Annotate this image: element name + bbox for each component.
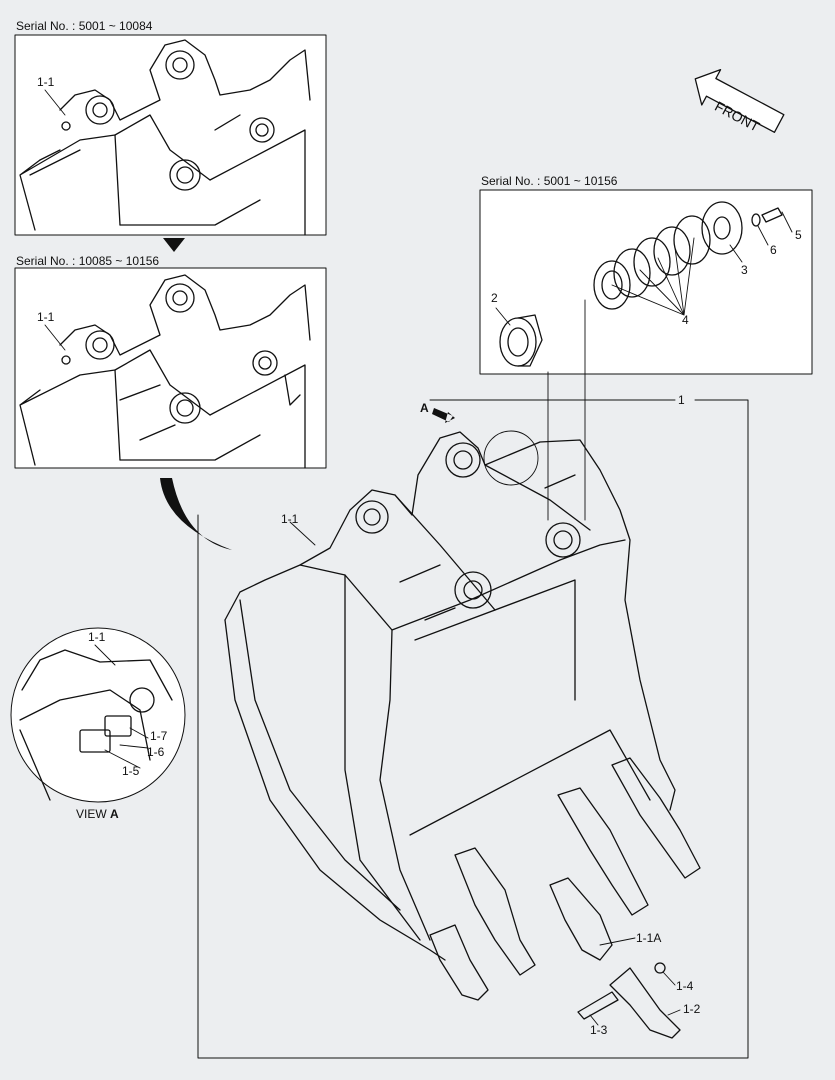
view-a-arrow — [432, 408, 455, 423]
callout-1-3: 1-3 — [590, 1023, 608, 1037]
callout-2: 2 — [491, 291, 498, 305]
callout-mid-1-1: 1-1 — [37, 310, 55, 324]
view-a-circle — [10, 627, 186, 803]
view-prefix: VIEW — [76, 807, 107, 821]
detail-serial-label: Serial No. : 5001 ~ 10156 — [481, 174, 618, 188]
callout-top-1-1: 1-1 — [37, 75, 55, 89]
callout-6: 6 — [770, 243, 777, 257]
detail-inset-frame — [479, 189, 813, 375]
callout-1: 1 — [678, 393, 685, 407]
down-arrow — [163, 238, 185, 252]
mid-serial-label: Serial No. : 10085 ~ 10156 — [16, 254, 160, 268]
callout-5: 5 — [795, 228, 802, 242]
detail-parts — [495, 201, 793, 367]
main-bucket-sketch — [224, 299, 701, 1039]
mid-inset-frame — [14, 267, 327, 469]
callout-1-7: 1-7 — [150, 729, 168, 743]
callout-1-4: 1-4 — [676, 979, 694, 993]
callout-view-a-1-1: 1-1 — [88, 630, 106, 644]
top-inset-bucket-sketch — [19, 39, 311, 236]
mid-inset-bucket-sketch — [19, 274, 311, 469]
callout-1-6: 1-6 — [147, 745, 165, 759]
callout-main-1-1: 1-1 — [281, 512, 299, 526]
view-a-marker: A — [420, 401, 429, 415]
view-a-detail — [19, 644, 173, 801]
callout-1-1a: 1-1A — [636, 931, 662, 945]
view-letter: A — [110, 807, 119, 821]
top-inset-frame — [14, 34, 327, 236]
top-serial-label: Serial No. : 5001 ~ 10084 — [16, 19, 153, 33]
callout-leader-top-bracket — [44, 89, 66, 116]
callout-4: 4 — [682, 313, 689, 327]
callout-3: 3 — [741, 263, 748, 277]
curved-pointer — [160, 478, 232, 550]
main-frame — [197, 399, 749, 1059]
view-a-caption: VIEW A — [76, 808, 119, 820]
callout-1-2: 1-2 — [683, 1002, 701, 1016]
callout-leader-mid-bracket — [44, 324, 66, 351]
front-direction-arrow — [694, 69, 785, 133]
callout-1-5: 1-5 — [122, 764, 140, 778]
